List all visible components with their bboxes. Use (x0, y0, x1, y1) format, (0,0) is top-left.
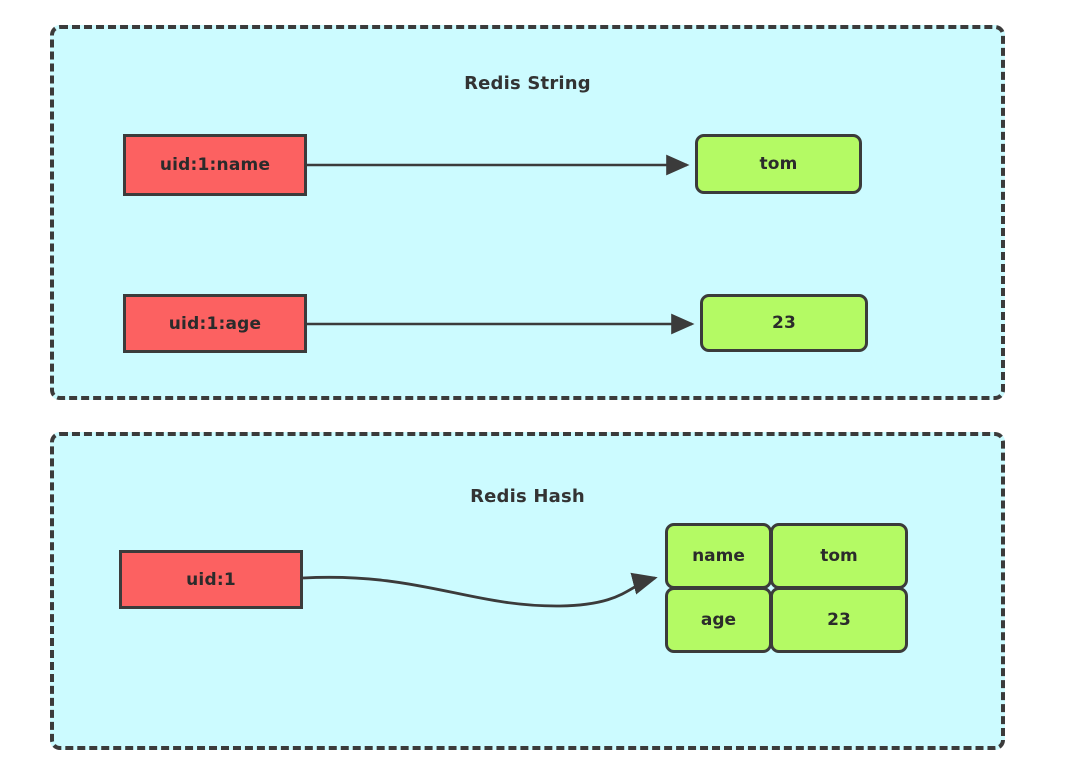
value-node-label: 23 (771, 313, 797, 333)
hash-cell-label: age (700, 610, 737, 630)
value-node-23[interactable]: 23 (700, 294, 868, 352)
hash-cell-label: 23 (827, 610, 851, 630)
hash-cell-field-name[interactable]: name (665, 523, 772, 589)
hash-cell-field-age[interactable]: age (665, 587, 772, 653)
key-node-label: uid:1:name (159, 155, 271, 175)
redis-string-title: Redis String (464, 73, 591, 94)
redis-hash-title: Redis Hash (470, 486, 585, 507)
hash-cell-label: name (692, 546, 745, 566)
hash-cell-label: tom (820, 546, 858, 566)
key-node-uid-1[interactable]: uid:1 (119, 550, 303, 609)
key-node-label: uid:1:age (168, 313, 262, 334)
value-node-tom[interactable]: tom (695, 134, 862, 194)
key-node-uid-1-age[interactable]: uid:1:age (123, 294, 307, 353)
hash-cell-value-tom[interactable]: tom (770, 523, 908, 589)
key-node-label: uid:1 (186, 569, 236, 590)
hash-cell-value-23[interactable]: 23 (770, 587, 908, 653)
value-node-label: tom (759, 154, 798, 174)
key-node-uid-1-name[interactable]: uid:1:name (123, 134, 307, 196)
